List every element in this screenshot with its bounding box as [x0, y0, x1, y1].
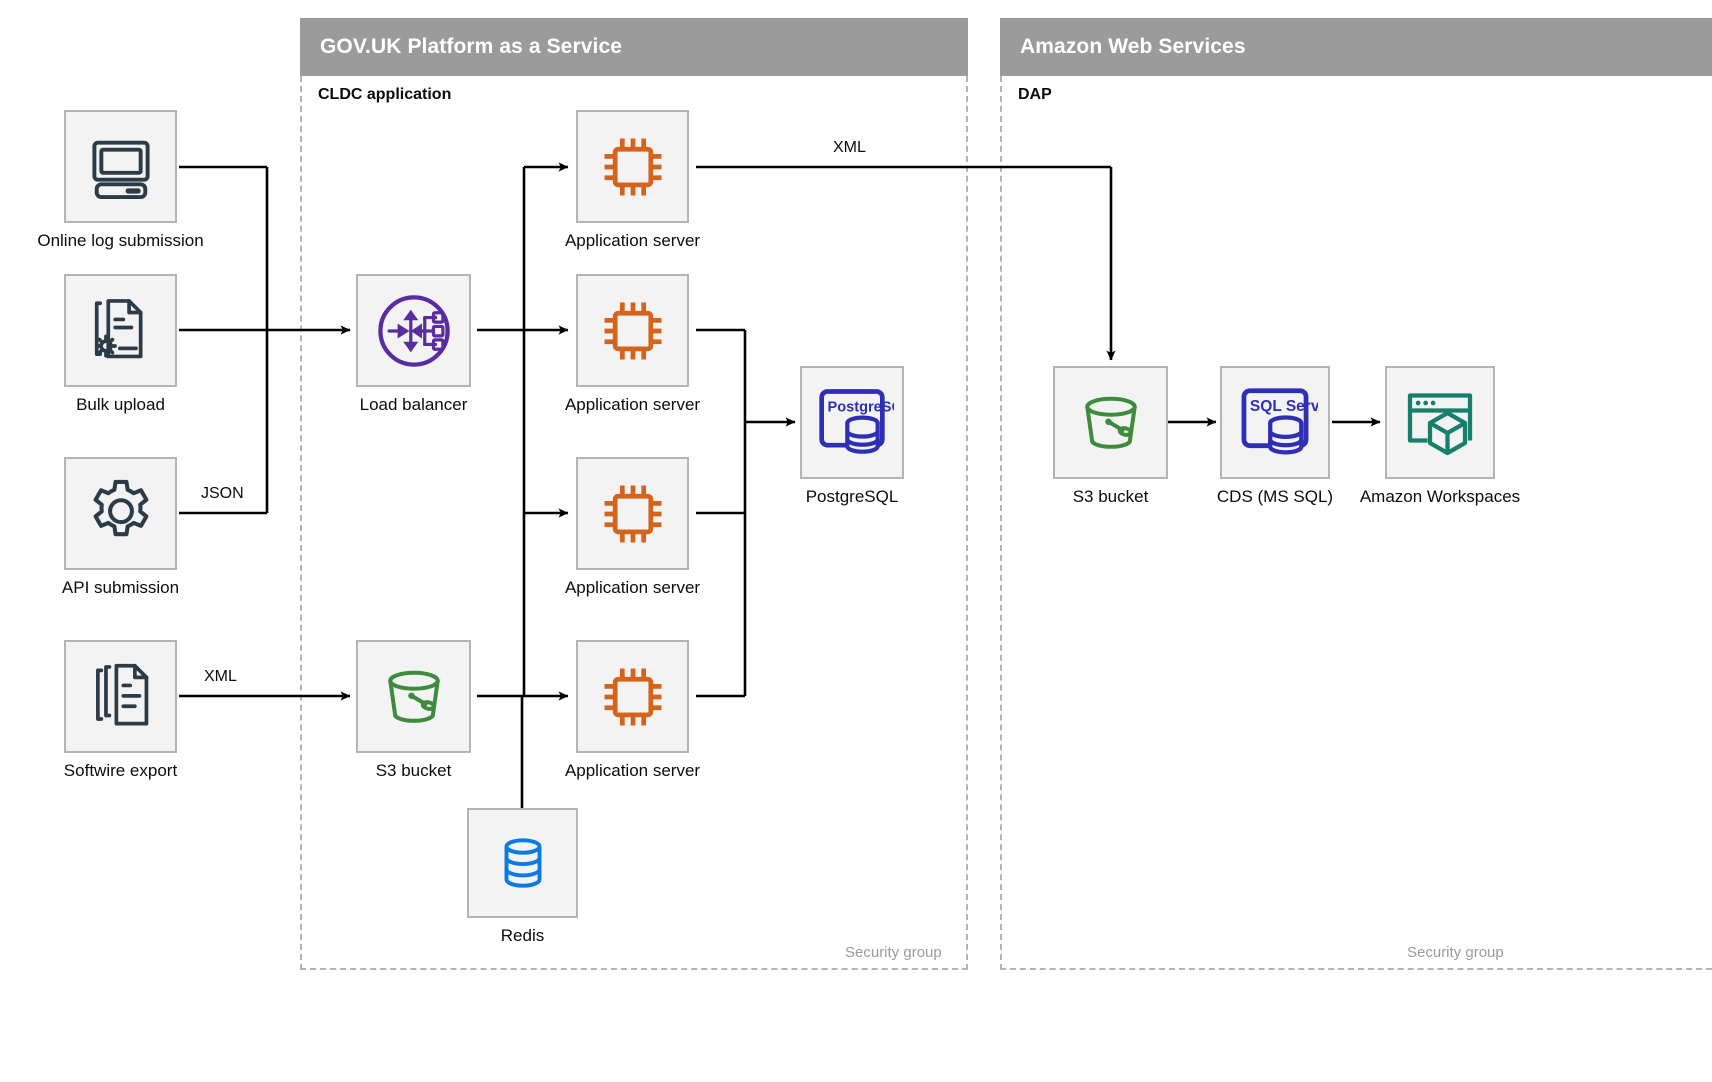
group-subtitle-cldc: CLDC application	[318, 86, 452, 103]
node-label-load-balancer: Load balancer	[359, 395, 468, 414]
node-label-cds-ms-sql: CDS (MS SQL)	[1216, 487, 1334, 506]
group-header-paas: GOV.UK Platform as a Service	[300, 18, 968, 76]
node-app-server-1[interactable]: Application server	[565, 110, 700, 250]
node-label-redis: Redis	[500, 926, 545, 945]
node-s3-bucket-paas[interactable]: S3 bucket	[356, 640, 471, 780]
node-label-postgresql: PostgreSQL	[805, 487, 899, 506]
security-group-label-paas: Security group	[845, 944, 942, 961]
node-cds-ms-sql[interactable]: SQL Server CDS (MS SQL)	[1217, 366, 1333, 506]
group-body-paas	[300, 76, 968, 970]
group-subtitle-dap: DAP	[1018, 86, 1052, 103]
group-header-paas-title: GOV.UK Platform as a Service	[320, 35, 622, 58]
xml-edge-label-softwire: XML	[199, 668, 242, 686]
cpu-chip-icon	[604, 485, 661, 542]
postgresql-database-icon: PostgreSQL	[819, 388, 895, 454]
cpu-chip-icon	[604, 302, 661, 359]
group-header-aws: Amazon Web Services	[1000, 18, 1712, 76]
node-label-app-server-2: Application server	[564, 395, 701, 414]
node-online-log-submission[interactable]: Online log submission	[37, 110, 204, 250]
node-app-server-2[interactable]: Application server	[565, 274, 700, 414]
node-label-s3-bucket-aws: S3 bucket	[1072, 487, 1149, 506]
security-group-label-aws: Security group	[1407, 944, 1504, 961]
node-softwire-export[interactable]: Softwire export	[64, 640, 177, 780]
node-label-app-server-1: Application server	[564, 231, 701, 250]
sql-server-badge-text: SQL Server	[1250, 398, 1318, 415]
node-app-server-4[interactable]: Application server	[565, 640, 700, 780]
node-label-api-submission: API submission	[61, 578, 180, 597]
node-label-bulk-upload: Bulk upload	[76, 395, 165, 414]
node-label-app-server-4: Application server	[564, 761, 701, 780]
postgresql-badge-text: PostgreSQL	[828, 399, 895, 415]
cpu-chip-icon	[604, 138, 661, 195]
s3-bucket-icon	[1084, 396, 1137, 449]
load-balancer-icon	[377, 294, 450, 367]
cpu-chip-icon	[604, 668, 661, 725]
node-s3-bucket-aws[interactable]: S3 bucket	[1053, 366, 1168, 506]
node-postgresql[interactable]: PostgreSQL PostgreSQL	[800, 366, 904, 506]
node-load-balancer[interactable]: Load balancer	[356, 274, 471, 414]
documents-stack-icon	[95, 663, 148, 725]
node-label-app-server-3: Application server	[564, 578, 701, 597]
node-label-softwire-export: Softwire export	[63, 761, 178, 780]
node-label-online-log-submission: Online log submission	[37, 231, 204, 250]
group-header-aws-title: Amazon Web Services	[1020, 35, 1246, 58]
node-amazon-workspaces[interactable]: Amazon Workspaces	[1360, 366, 1520, 506]
gear-icon	[93, 479, 148, 536]
json-edge-label: JSON	[196, 485, 249, 503]
sql-server-database-icon: SQL Server	[1241, 387, 1318, 455]
desktop-computer-icon	[91, 140, 150, 199]
amazon-workspaces-icon	[1407, 392, 1473, 455]
document-gear-icon	[94, 298, 143, 358]
node-redis[interactable]: Redis	[467, 808, 578, 945]
xml-edge-label-dap: XML	[828, 139, 871, 157]
node-app-server-3[interactable]: Application server	[565, 457, 700, 597]
node-bulk-upload[interactable]: Bulk upload	[64, 274, 177, 414]
s3-bucket-icon	[387, 670, 440, 723]
group-body-aws	[1000, 76, 1712, 970]
node-label-s3-bucket-paas: S3 bucket	[375, 761, 452, 780]
redis-database-icon	[504, 838, 541, 888]
node-api-submission[interactable]: API submission	[62, 457, 179, 597]
node-label-amazon-workspaces: Amazon Workspaces	[1359, 487, 1521, 506]
